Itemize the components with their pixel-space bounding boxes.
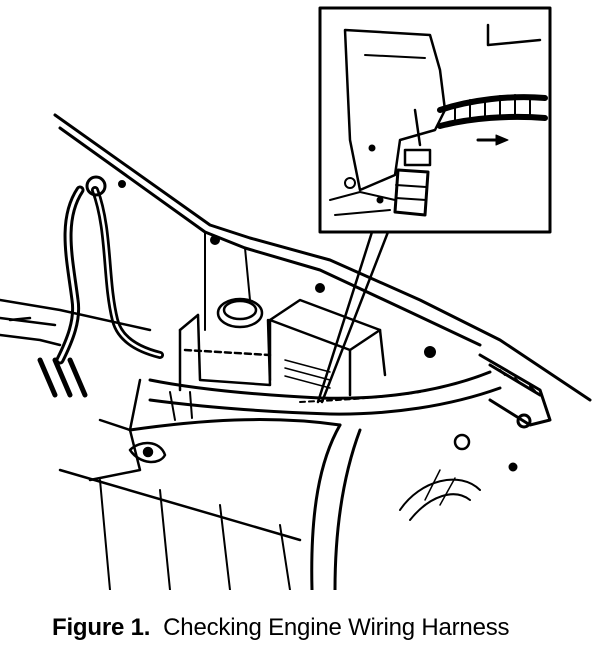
battery-box bbox=[268, 298, 387, 397]
coolant-reservoir bbox=[178, 297, 272, 392]
firewall-panel bbox=[118, 180, 436, 358]
left-hinge-cable bbox=[37, 175, 164, 398]
lower-body bbox=[58, 378, 302, 590]
inset-pointer bbox=[316, 230, 390, 404]
figure-caption: Figure 1. Checking Engine Wiring Harness bbox=[52, 614, 608, 642]
inset-detail bbox=[318, 6, 552, 234]
right-hinge bbox=[478, 353, 552, 429]
figure-title: Checking Engine Wiring Harness bbox=[163, 614, 510, 641]
strut-tower bbox=[128, 418, 518, 590]
figure-number: Figure 1. bbox=[52, 614, 151, 641]
left-fender bbox=[0, 298, 152, 347]
engine-compartment-illustration bbox=[0, 6, 592, 590]
